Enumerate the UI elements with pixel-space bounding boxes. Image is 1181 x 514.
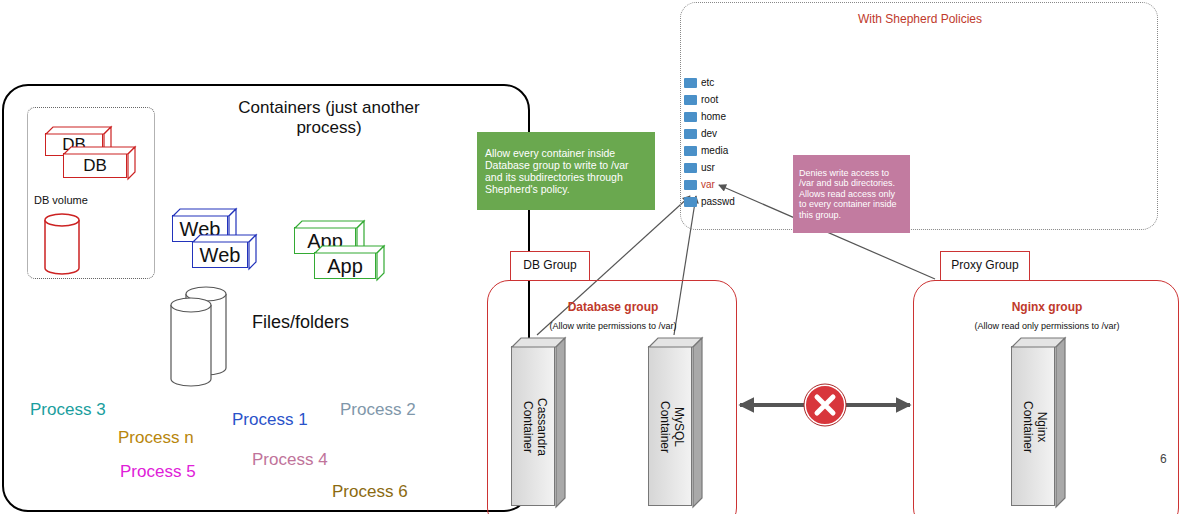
- container-box: MySQL Container: [648, 346, 692, 506]
- web-cube: Web: [192, 241, 248, 268]
- db-volume-group: DBDBDB volume: [27, 107, 155, 279]
- process-label: Process 2: [340, 400, 416, 420]
- node-text: dev: [701, 128, 717, 140]
- container-group: Nginx Container Nginx group (Allow read on…: [913, 280, 1179, 514]
- deny-symbol: [804, 384, 846, 426]
- node-text: passwd: [701, 196, 735, 208]
- policy-note: Allow every container inside Database gr…: [477, 132, 655, 210]
- heading-text: Containers (just another process): [224, 98, 434, 137]
- folder-item: passwd: [684, 194, 735, 210]
- group-tag: DB Group: [510, 251, 590, 281]
- policy-note: Denies write access to /var and sub dire…: [793, 155, 910, 233]
- app-cube: App: [314, 252, 376, 279]
- folder-icon: [684, 129, 697, 139]
- container-box: Nginx Container: [1011, 346, 1055, 506]
- folder-icon: [684, 78, 697, 88]
- folder-icon: [684, 146, 697, 156]
- node-text: DB: [83, 157, 107, 174]
- heading-text: Database group: [488, 301, 738, 315]
- heading-text: Nginx group: [914, 301, 1180, 315]
- node-text: home: [701, 111, 726, 123]
- node-text: var: [701, 179, 715, 191]
- process-label: Process 1: [232, 410, 308, 430]
- process-label: Process n: [118, 428, 194, 448]
- node-text: App: [327, 256, 363, 276]
- folder-icon: [684, 197, 697, 207]
- process-label: Process 3: [30, 400, 106, 420]
- node-text: Web: [200, 245, 241, 265]
- node-text: Nginx Container: [1020, 387, 1048, 467]
- node-text: Cassandra Container: [520, 387, 548, 467]
- folder-item: media: [684, 143, 728, 159]
- heading-text: DB volume: [34, 194, 104, 207]
- folder-icon: [684, 95, 697, 105]
- heading-text: (Allow read only permissions to /var): [914, 321, 1180, 331]
- page-number: 6: [1160, 452, 1167, 466]
- folder-item: usr: [684, 160, 715, 176]
- process-label: Process 4: [252, 450, 328, 470]
- folder-icon: [684, 112, 697, 122]
- process-label: Process 6: [332, 482, 408, 502]
- node-text: Denies write access to /var and sub dire…: [799, 168, 904, 220]
- folder-icon: [684, 163, 697, 173]
- node-text: etc: [701, 77, 714, 89]
- file-cylinder: [171, 287, 226, 386]
- folder-icon: [684, 180, 697, 190]
- db-cube: DB: [63, 153, 127, 178]
- process-label: Process 5: [120, 462, 196, 482]
- db-volume-cylinder: [45, 214, 79, 274]
- container-panel: DBDBDB volumeWebWebAppAppContainers (jus…: [2, 84, 530, 512]
- policy-panel: etc root home dev media usr var passwd With Shep…: [680, 2, 1158, 230]
- connector: [674, 196, 696, 335]
- group-tag: Proxy Group: [940, 251, 1030, 281]
- container-group: Cassandra Container MySQL Container Databa…: [487, 280, 737, 514]
- folder-item: var: [684, 177, 715, 193]
- container-box: Cassandra Container: [511, 346, 555, 506]
- node-text: media: [701, 145, 728, 157]
- section-label: Files/folders: [252, 312, 349, 333]
- node-text: Allow every container inside Database gr…: [485, 147, 647, 195]
- heading-text: (Allow write permissions to /var): [488, 321, 738, 331]
- node-text: usr: [701, 162, 715, 174]
- node-text: DB Group: [523, 259, 576, 273]
- folder-item: root: [684, 92, 718, 108]
- heading-text: With Shepherd Policies: [681, 13, 1159, 27]
- folder-item: etc: [684, 75, 714, 91]
- node-text: MySQL Container: [657, 387, 685, 467]
- node-text: root: [701, 94, 718, 106]
- node-text: Proxy Group: [951, 259, 1018, 273]
- folder-item: dev: [684, 126, 717, 142]
- folder-item: home: [684, 109, 726, 125]
